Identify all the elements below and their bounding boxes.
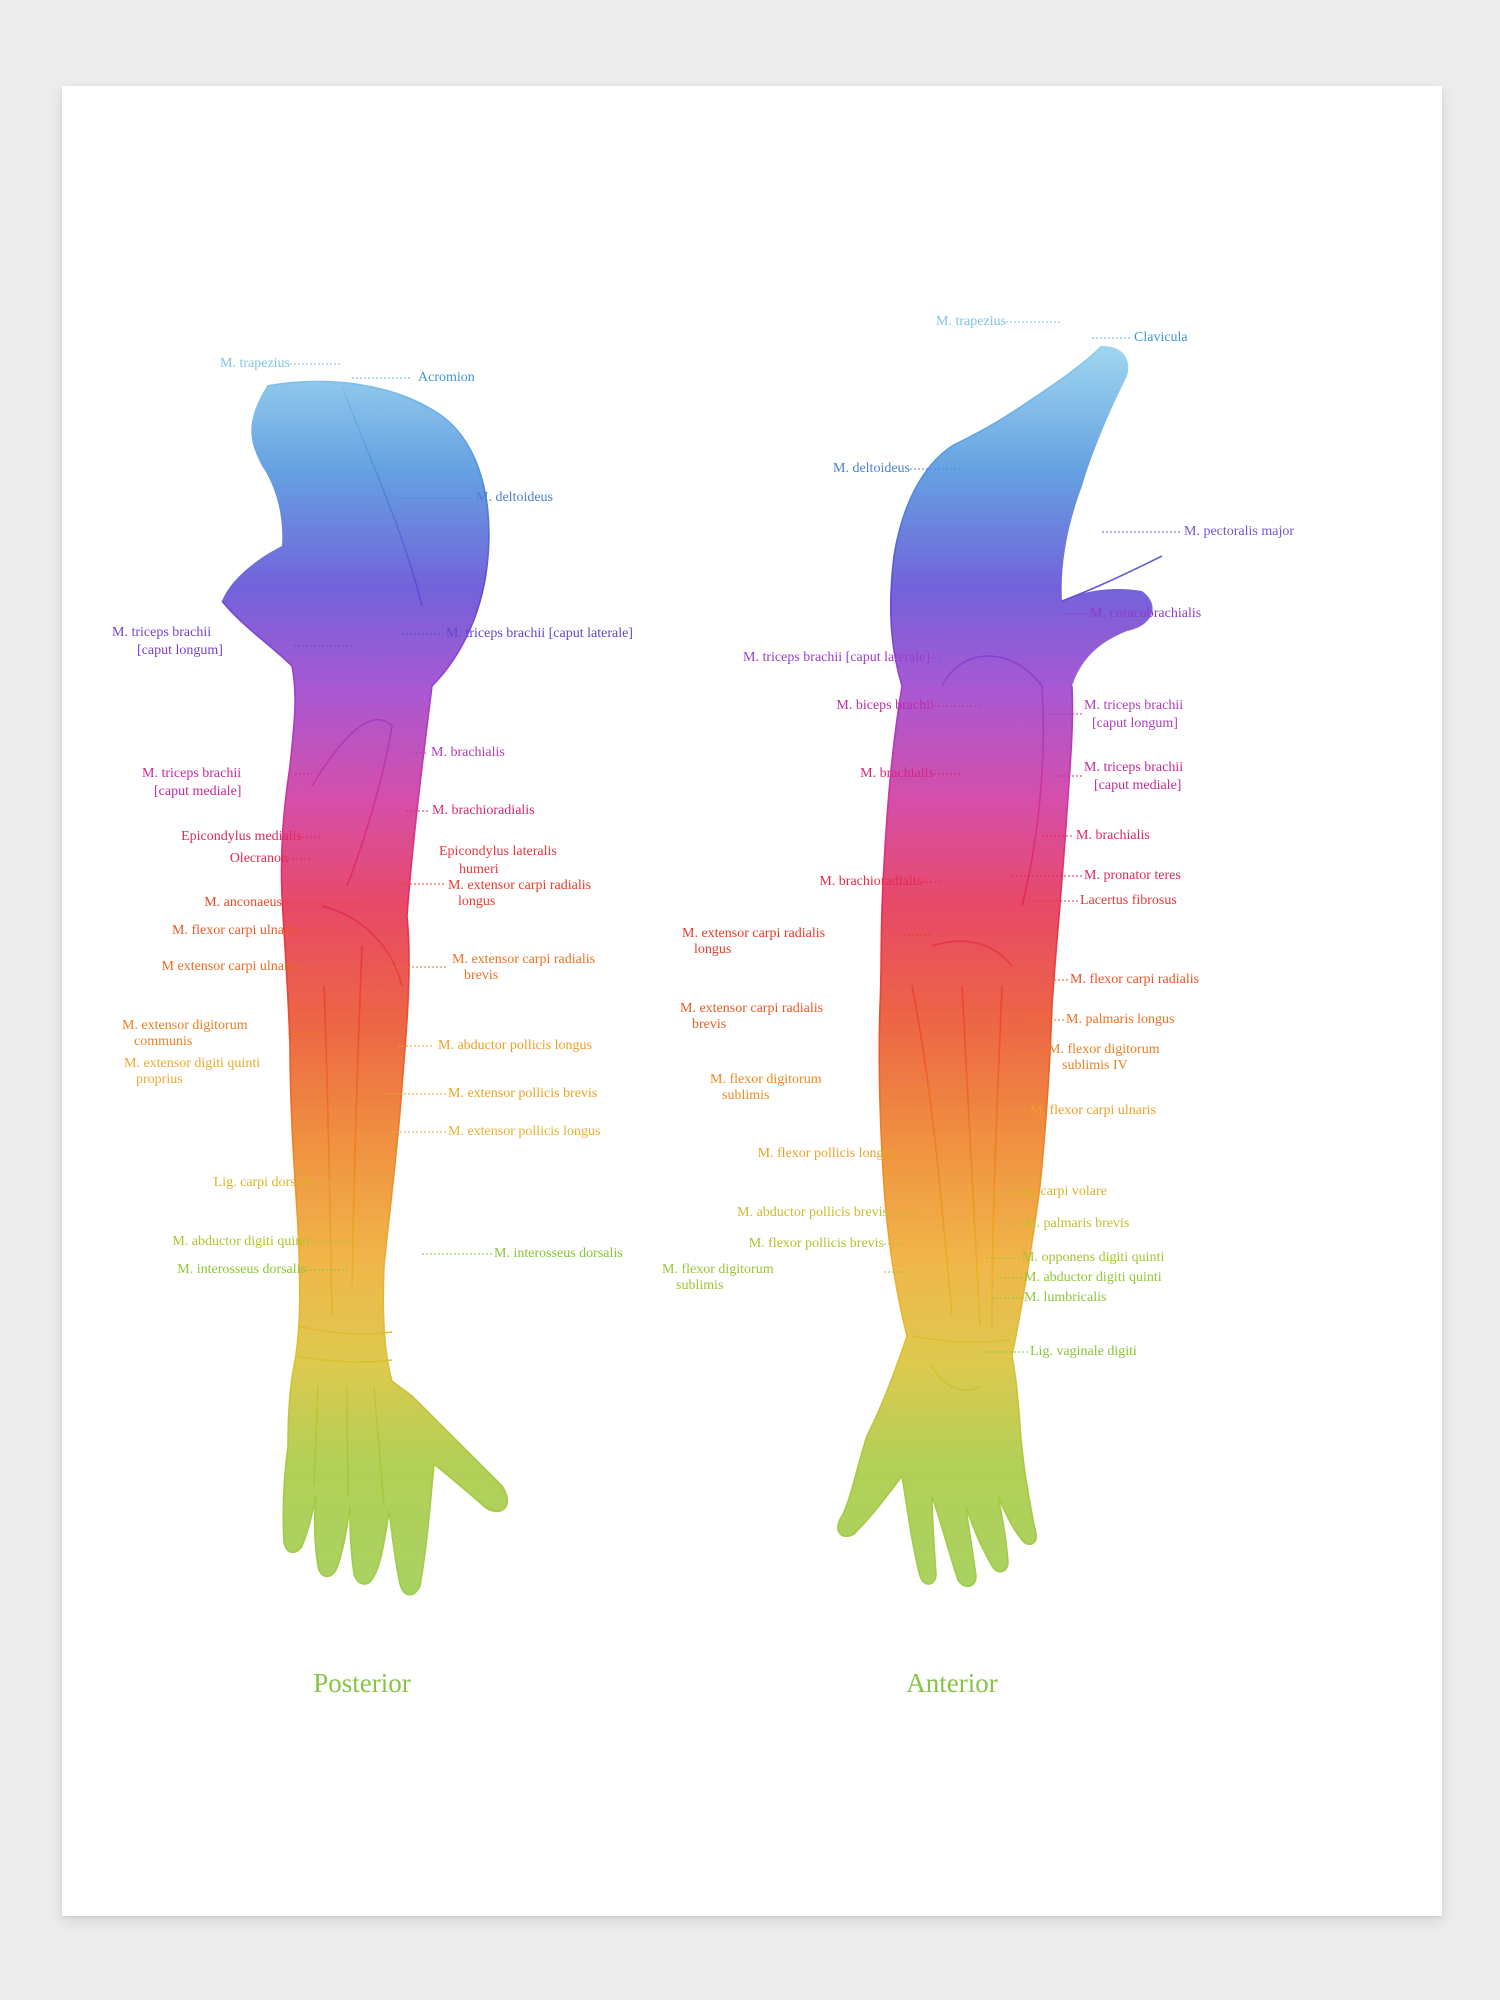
label-flexor-dig-sublimis-iv-2: sublimis IV — [1062, 1058, 1128, 1073]
label-triceps-mediale-anterior: M. triceps brachii — [1084, 760, 1184, 775]
label-epicondylus-lateralis-2: humeri — [459, 862, 499, 877]
label-triceps-longum-posterior-2: [caput longum] — [137, 643, 223, 658]
label-brachioradialis-anterior: M. brachioradialis — [819, 874, 922, 889]
label-palmaris-longus: M. palmaris longus — [1066, 1012, 1175, 1027]
label-ext-carpi-rad-brevis-anterior: M. extensor carpi radialis — [680, 1001, 824, 1016]
label-brachialis-anterior-right: M. brachialis — [1076, 828, 1150, 843]
label-acromion: Acromion — [418, 370, 475, 385]
label-flexor-carpi-radialis: M. flexor carpi radialis — [1070, 972, 1200, 987]
label-triceps-longum-anterior-2: [caput longum] — [1092, 716, 1178, 731]
arm-illustrations — [221, 321, 1182, 1596]
label-ext-pollicis-longus: M. extensor pollicis longus — [448, 1124, 601, 1139]
label-flexor-carpi-ulnaris-posterior: M. flexor carpi ulnaris — [172, 923, 298, 938]
label-pectoralis: M. pectoralis major — [1184, 524, 1295, 539]
label-ext-digitorum-2: communis — [134, 1034, 193, 1049]
label-ext-carpi-rad-brevis-anterior-2: brevis — [692, 1017, 727, 1032]
label-flexor-carpi-ulnaris-anterior: M. flexor carpi ulnaris — [1030, 1103, 1156, 1118]
label-triceps-mediale-posterior: M. triceps brachii — [142, 766, 242, 781]
label-ext-pollicis-brevis: M. extensor pollicis brevis — [448, 1086, 598, 1101]
label-flexor-dig-sublimis-hand: M. flexor digitorum — [662, 1262, 774, 1277]
label-anconaeus: M. anconaeus — [204, 895, 282, 910]
label-flexor-dig-sublimis-anterior-2: sublimis — [722, 1088, 770, 1103]
label-abd-pollicis-brevis: M. abductor pollicis brevis — [737, 1205, 888, 1220]
label-triceps-laterale-posterior: M. triceps brachii [caput laterale] — [446, 626, 633, 641]
poster: M. trapezius Acromion M. deltoideus M. t… — [62, 86, 1442, 1916]
label-interosseus-left: M. interosseus dorsalis — [177, 1262, 306, 1277]
label-ext-digiti-quinti: M. extensor digiti quinti — [124, 1056, 261, 1071]
label-interosseus-right: M. interosseus dorsalis — [494, 1246, 623, 1261]
label-lig-carpi-dorsale: Lig. carpi dorsale — [213, 1175, 312, 1190]
label-brachialis-posterior: M. brachialis — [431, 745, 505, 760]
label-flexor-dig-sublimis-hand-2: sublimis — [676, 1278, 724, 1293]
label-lumbricalis: M. lumbricalis — [1024, 1290, 1107, 1305]
label-ext-digitorum: M. extensor digitorum — [122, 1018, 248, 1033]
label-flexor-dig-sublimis-anterior: M. flexor digitorum — [710, 1072, 822, 1087]
label-flexor-dig-sublimis-iv: M. flexor digitorum — [1048, 1042, 1160, 1057]
label-trapezius-posterior: M. trapezius — [220, 356, 290, 371]
label-epicondylus-medialis: Epicondylus medialis — [181, 829, 302, 844]
label-abd-digiti-quinti-anterior: M. abductor digiti quinti — [1024, 1270, 1162, 1285]
label-triceps-mediale-posterior-2: [caput mediale] — [154, 784, 242, 799]
label-biceps: M. biceps brachii — [836, 698, 934, 713]
label-ext-carpi-rad-longus-anterior-2: longus — [694, 942, 732, 957]
label-lig-vaginale: Lig. vaginale digiti — [1030, 1344, 1137, 1359]
label-ext-carpi-rad-longus-posterior-2: longus — [458, 894, 496, 909]
label-triceps-laterale-anterior: M. triceps brachii [caput laterale] — [743, 650, 930, 665]
label-opponens: M. opponens digiti quinti — [1022, 1250, 1165, 1265]
posterior-arm — [221, 380, 508, 1596]
label-lig-carpi-volare: Lig. carpi volare — [1014, 1184, 1107, 1199]
label-triceps-mediale-anterior-2: [caput mediale] — [1094, 778, 1182, 793]
label-abd-digiti-quinti-posterior: M. abductor digiti quinti — [172, 1234, 310, 1249]
label-triceps-longum-anterior: M. triceps brachii — [1084, 698, 1184, 713]
label-brachialis-anterior-left: M. brachialis — [860, 766, 934, 781]
label-deltoideus-posterior: M. deltoideus — [476, 490, 553, 505]
label-deltoideus-anterior: M. deltoideus — [833, 461, 910, 476]
label-olecranon: Olecranon — [229, 851, 288, 866]
label-ext-carpi-ulnaris: M extensor carpi ulnaris — [161, 959, 298, 974]
leader-lines — [282, 321, 1182, 1353]
view-label-anterior: Anterior — [906, 1668, 998, 1698]
label-ext-carpi-rad-longus-anterior: M. extensor carpi radialis — [682, 926, 826, 941]
label-flexor-pollicis-longus: M. flexor pollicis longus — [757, 1146, 896, 1161]
label-flexor-pollicis-brevis: M. flexor pollicis brevis — [748, 1236, 884, 1251]
label-pronator-teres: M. pronator teres — [1084, 868, 1181, 883]
label-trapezius-anterior: M. trapezius — [936, 314, 1006, 329]
label-abd-pollicis-longus: M. abductor pollicis longus — [438, 1038, 592, 1053]
anterior-arm — [837, 345, 1163, 1588]
label-brachioradialis-posterior: M. brachioradialis — [432, 803, 535, 818]
label-lacertus: Lacertus fibrosus — [1080, 893, 1177, 908]
view-label-posterior: Posterior — [313, 1668, 411, 1698]
label-coracobrachialis: M. coracobrachialis — [1090, 606, 1202, 621]
label-ext-carpi-rad-longus-posterior: M. extensor carpi radialis — [448, 878, 592, 893]
label-ext-digiti-quinti-2: proprius — [136, 1072, 183, 1087]
label-clavicula: Clavicula — [1134, 330, 1188, 345]
label-ext-carpi-rad-brevis-posterior-2: brevis — [464, 968, 499, 983]
label-triceps-longum-posterior: M. triceps brachii — [112, 625, 212, 640]
label-epicondylus-lateralis: Epicondylus lateralis — [439, 844, 557, 859]
label-ext-carpi-rad-brevis-posterior: M. extensor carpi radialis — [452, 952, 596, 967]
label-palmaris-brevis: M. palmaris brevis — [1024, 1216, 1130, 1231]
